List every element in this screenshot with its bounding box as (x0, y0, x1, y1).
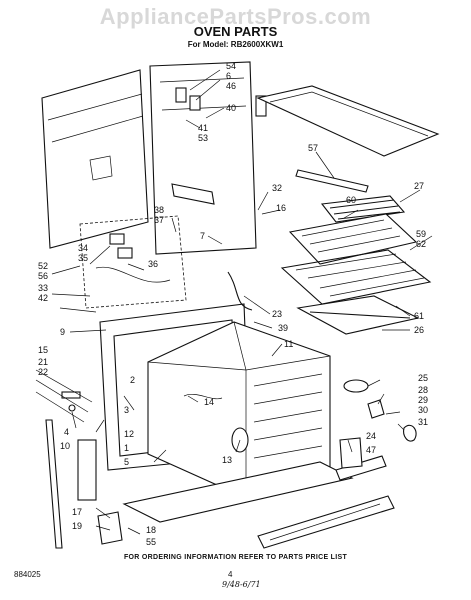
rear-wall-bracket-2 (189, 95, 201, 111)
terminal-block (109, 233, 125, 245)
callout-7[interactable]: 7 (200, 231, 206, 241)
callout-32[interactable]: 32 (272, 183, 283, 193)
callout-40[interactable]: 40 (226, 103, 237, 113)
callout-1[interactable]: 1 (124, 443, 130, 453)
callout-27[interactable]: 27 (414, 181, 425, 191)
wire-harness (95, 266, 171, 283)
light-lens (343, 379, 369, 393)
door-stop (97, 511, 123, 545)
liner-wire (183, 393, 223, 400)
blower-motor (339, 437, 363, 469)
callout-29[interactable]: 29 (418, 395, 429, 405)
callout-36[interactable]: 36 (148, 259, 159, 269)
callout-19[interactable]: 19 (72, 521, 83, 531)
page-number: 4 (228, 570, 233, 579)
callout-25[interactable]: 25 (418, 373, 429, 383)
callout-59[interactable]: 59 (416, 229, 427, 239)
side-bracket (255, 95, 267, 117)
callout-10[interactable]: 10 (60, 441, 71, 451)
diagram-title: OVEN PARTS (193, 24, 278, 39)
rear-duct (171, 183, 215, 205)
thermostat-bulb (117, 247, 133, 259)
light-bulb (403, 424, 417, 442)
model-line: For Model: RB2600XKW1 (187, 40, 284, 49)
bottom-panel (122, 461, 354, 523)
callout-4[interactable]: 4 (64, 427, 70, 437)
deflector-strip (295, 169, 369, 193)
callout-52[interactable]: 52 (38, 261, 49, 271)
callout-6[interactable]: 6 (226, 71, 232, 81)
callout-35[interactable]: 35 (78, 253, 89, 263)
ordering-note: FOR ORDERING INFORMATION REFER TO PARTS … (123, 554, 348, 561)
broil-element (320, 195, 406, 223)
callout-62[interactable]: 62 (416, 239, 427, 249)
document-number: 884025 (14, 570, 41, 579)
callout-13[interactable]: 13 (222, 455, 233, 465)
callout-31[interactable]: 31 (418, 417, 429, 427)
callout-17[interactable]: 17 (72, 507, 83, 517)
callout-38[interactable]: 38 (154, 205, 165, 215)
callout-53[interactable]: 53 (198, 133, 209, 143)
callout-34[interactable]: 34 (78, 243, 89, 253)
callout-16[interactable]: 16 (276, 203, 287, 213)
callout-12[interactable]: 12 (124, 429, 135, 439)
callout-61[interactable]: 61 (414, 311, 425, 321)
callout-37[interactable]: 37 (154, 215, 165, 225)
callout-22[interactable]: 22 (38, 367, 49, 377)
top-panel (256, 85, 440, 157)
callout-39[interactable]: 39 (278, 323, 289, 333)
rear-wall-bracket-1 (175, 87, 187, 103)
callout-41[interactable]: 41 (198, 123, 209, 133)
side-trim (45, 419, 63, 549)
light-socket (367, 399, 385, 419)
callout-3[interactable]: 3 (124, 405, 130, 415)
callout-18[interactable]: 18 (146, 525, 157, 535)
callout-30[interactable]: 30 (418, 405, 429, 415)
callout-28[interactable]: 28 (418, 385, 429, 395)
callout-11[interactable]: 11 (284, 339, 294, 349)
watermark-text: AppliancePartsPros.com (99, 4, 372, 29)
signature-mark: 9/48-6/71 (222, 580, 261, 589)
callout-14[interactable]: 14 (204, 397, 215, 407)
callout-55[interactable]: 55 (146, 537, 157, 547)
callout-54[interactable]: 54 (226, 61, 237, 71)
callout-46[interactable]: 46 (226, 81, 237, 91)
callout-23[interactable]: 23 (272, 309, 283, 319)
callout-56[interactable]: 56 (38, 271, 49, 281)
oven-rack (280, 249, 432, 305)
callout-2[interactable]: 2 (130, 375, 136, 385)
vent-grille (335, 455, 387, 481)
callout-60[interactable]: 60 (346, 195, 357, 205)
hinge-bracket (77, 439, 97, 501)
rear-wall-panel (149, 61, 257, 255)
callout-5[interactable]: 5 (124, 457, 130, 467)
bake-element (296, 295, 420, 335)
callout-57[interactable]: 57 (308, 143, 319, 153)
callout-24[interactable]: 24 (366, 431, 377, 441)
callout-47[interactable]: 47 (366, 445, 377, 455)
hinge-screw (68, 404, 76, 412)
liner-rack-ribs (253, 373, 323, 459)
wiring-area (79, 215, 187, 309)
hinge-pin (61, 391, 81, 399)
callout-21[interactable]: 21 (38, 357, 49, 367)
callout-26[interactable]: 26 (414, 325, 425, 335)
vent-hose (227, 271, 253, 311)
callout-15[interactable]: 15 (38, 345, 49, 355)
callout-9[interactable]: 9 (60, 327, 66, 337)
callout-42[interactable]: 42 (38, 293, 49, 303)
callout-33[interactable]: 33 (38, 283, 49, 293)
leader-lines (35, 69, 433, 535)
